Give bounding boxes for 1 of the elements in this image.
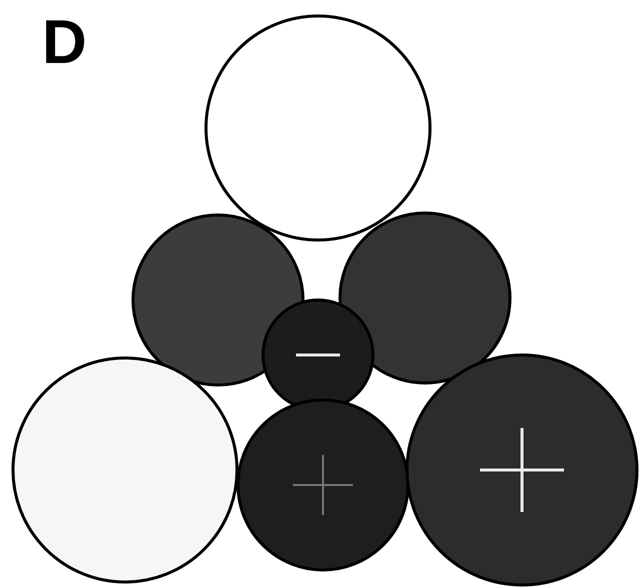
panel-letter: D bbox=[42, 12, 87, 74]
